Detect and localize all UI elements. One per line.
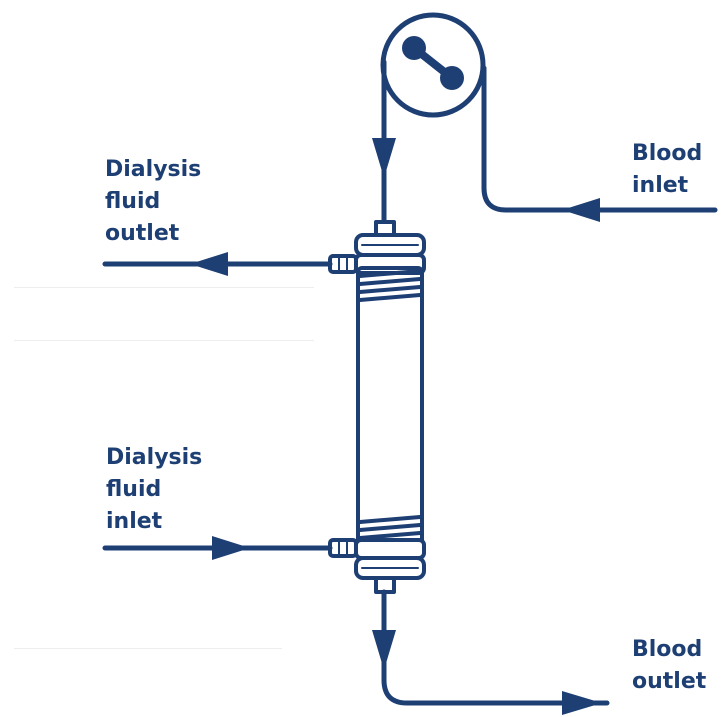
blood-inlet-label: Blood inlet — [632, 141, 703, 198]
faint-guide-line-1 — [14, 287, 314, 288]
blood-outlet-down-arrow-icon — [372, 630, 396, 670]
blood-outlet-line — [381, 589, 610, 706]
dialysis-fluid-inlet-label: Dialysis fluid inlet — [106, 445, 203, 534]
blood-inlet-arrow-icon — [562, 198, 600, 222]
blood-inlet-line — [481, 65, 718, 213]
faint-guide-line-3 — [14, 648, 282, 649]
pump-rotor-icon — [402, 36, 464, 90]
dialysis-fluid-outlet-arrow-icon — [190, 252, 228, 276]
dialyzer-icon — [328, 220, 426, 594]
dialysis-fluid-inlet-arrow-icon — [212, 536, 250, 560]
faint-guide-line-2 — [14, 340, 314, 341]
dialysis-fluid-outlet-label: Dialysis fluid outlet — [105, 157, 202, 246]
blood-outlet-label: Blood outlet — [632, 637, 707, 694]
pump-to-dialyzer-arrow-icon — [372, 138, 396, 178]
blood-outlet-arrow-icon — [562, 691, 602, 715]
